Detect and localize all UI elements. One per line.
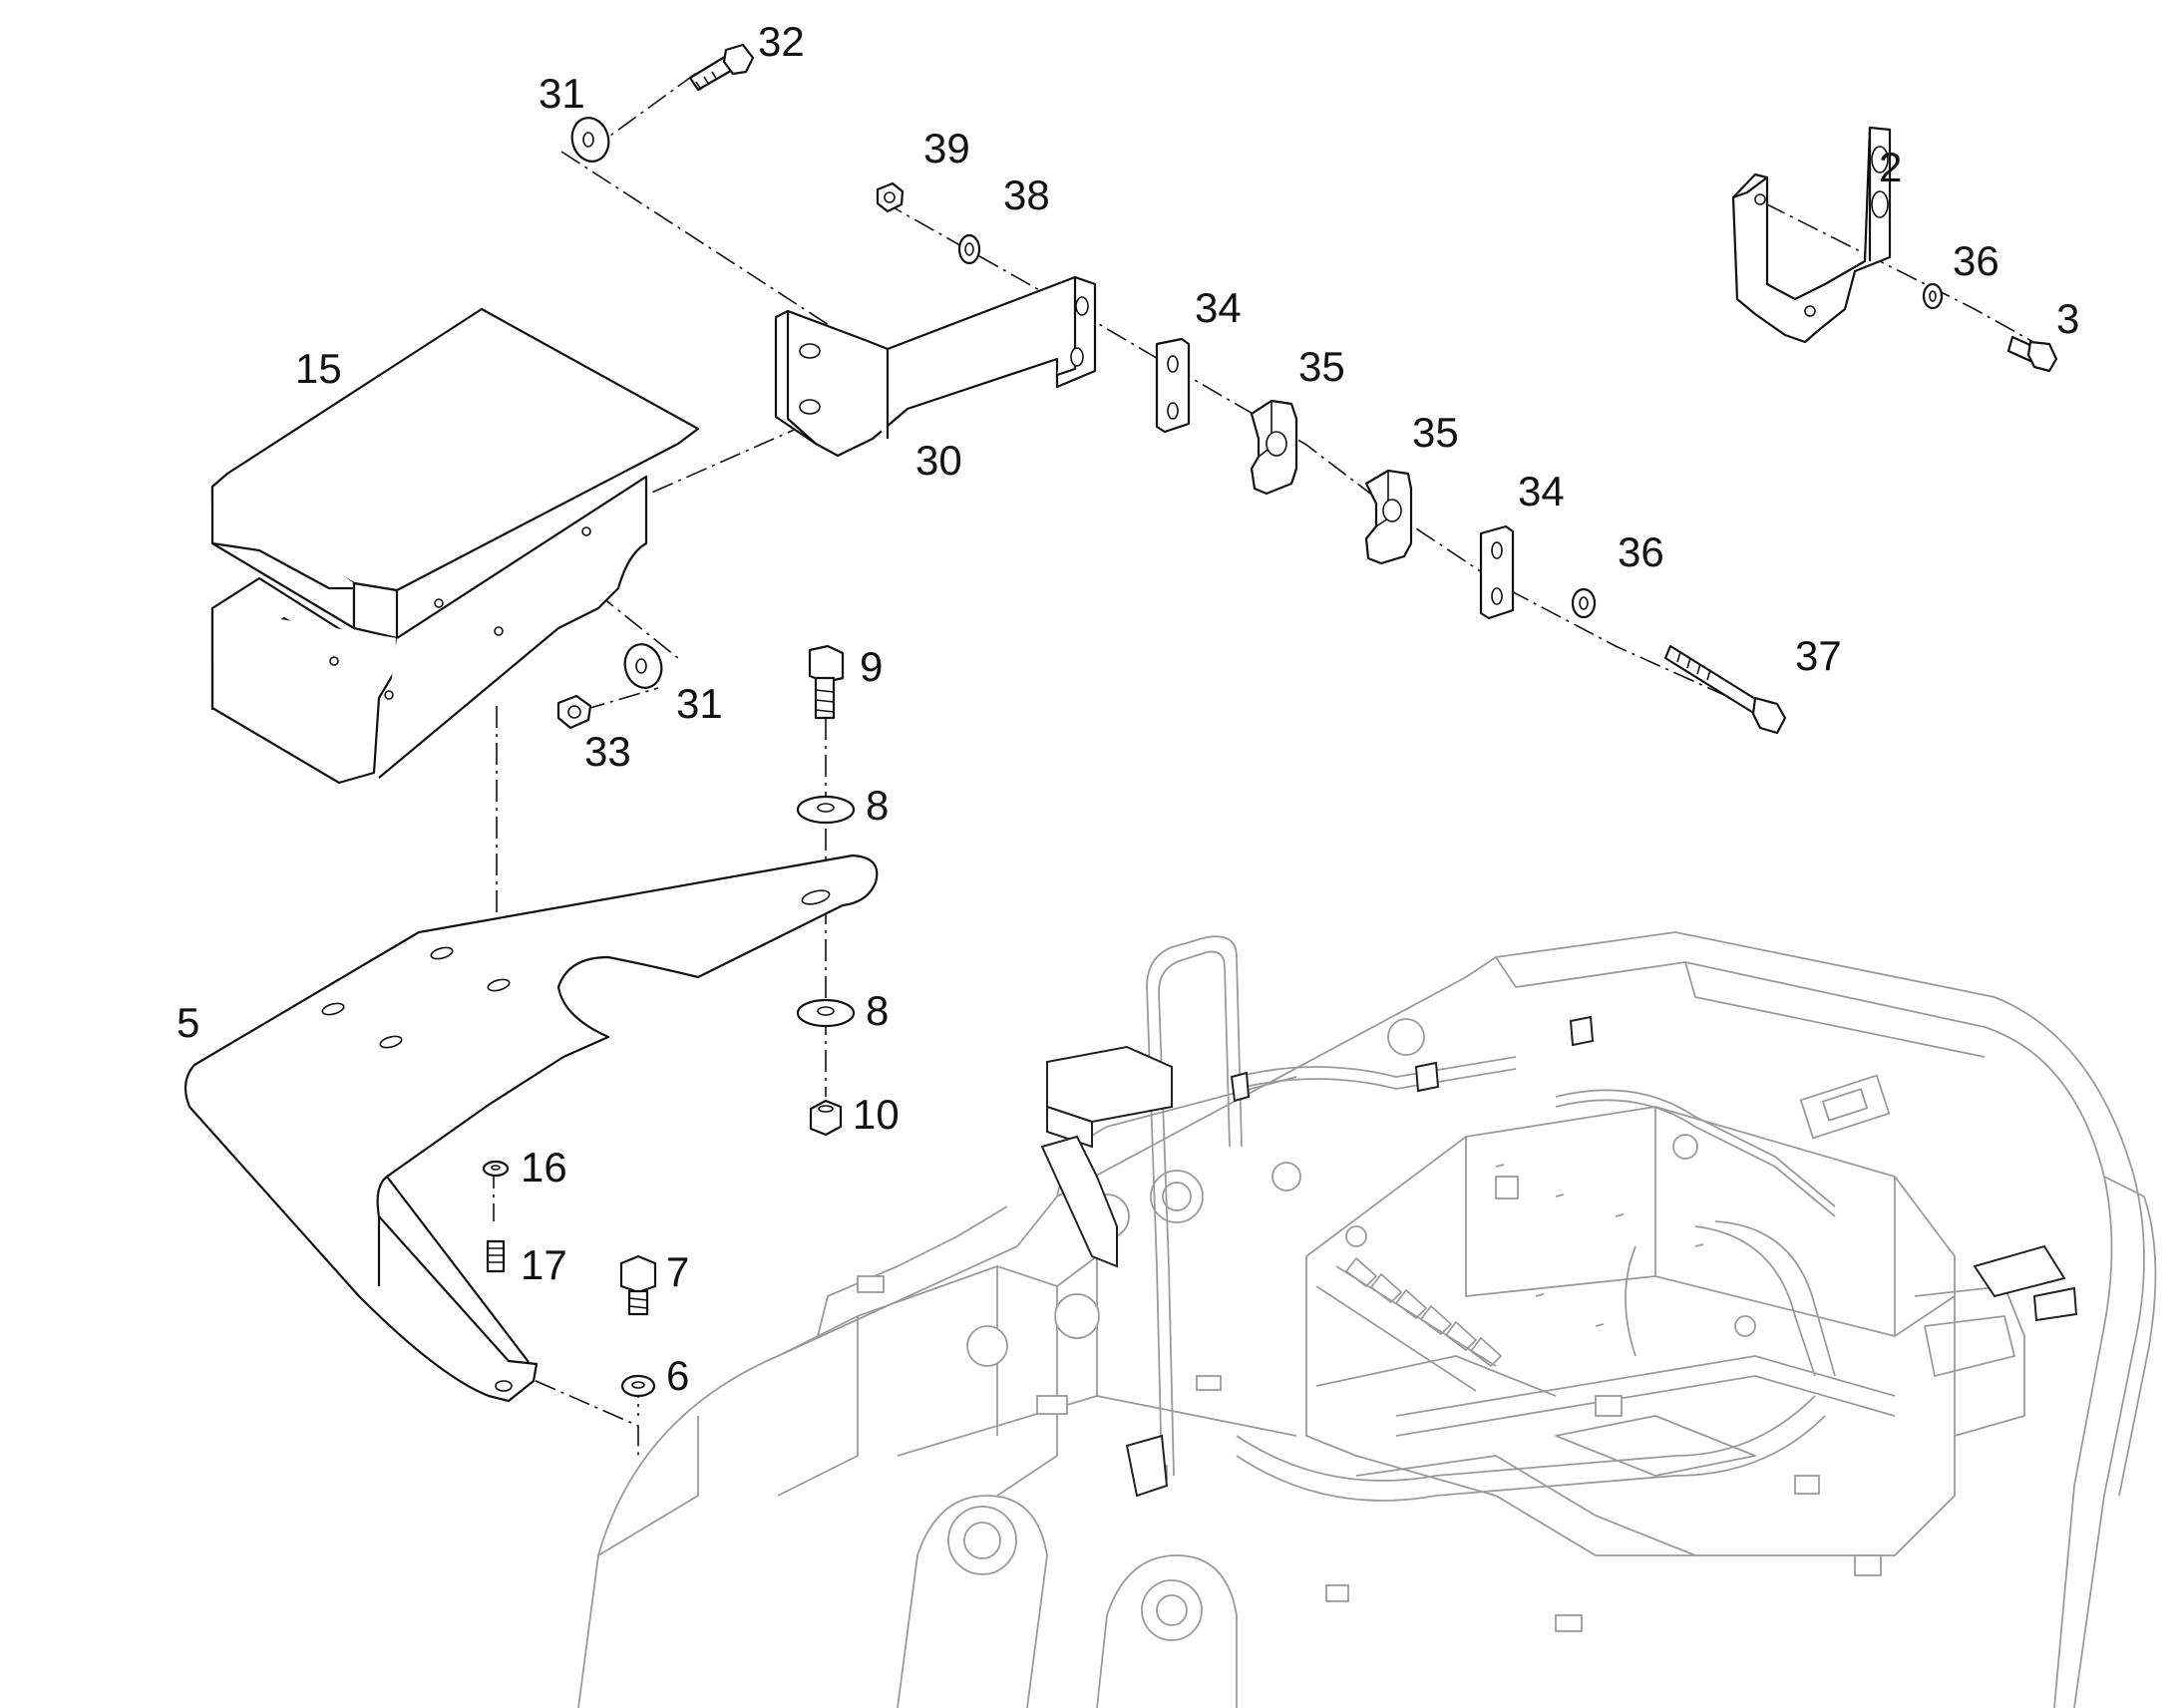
callout-33: 33 (584, 728, 631, 775)
callout-37: 37 (1795, 632, 1842, 679)
part-39-nut (876, 181, 905, 213)
part-38-washer (957, 233, 981, 265)
part-33-nut (556, 694, 592, 730)
callout-10: 10 (853, 1091, 900, 1138)
handrail-assembly (1040, 935, 2078, 1498)
callout-35b: 35 (1412, 409, 1459, 456)
part-34b-plate (1479, 524, 1515, 620)
part-7-bolt (619, 1254, 657, 1316)
callout-16: 16 (521, 1144, 567, 1191)
leader-lines (493, 71, 2050, 1456)
callout-34b: 34 (1518, 468, 1565, 514)
callout-17: 17 (521, 1241, 567, 1288)
callout-38: 38 (1003, 171, 1050, 218)
callout-35a: 35 (1298, 343, 1345, 390)
callout-39: 39 (923, 125, 970, 171)
callout-31b: 31 (676, 680, 723, 727)
part-15-bracket-box (210, 307, 700, 785)
part-17-screw (486, 1239, 506, 1273)
callout-7: 7 (666, 1248, 689, 1295)
callout-5: 5 (177, 999, 199, 1046)
step-grille (1315, 1257, 1502, 1392)
part-31b-washer (623, 643, 663, 689)
part-6-washer (620, 1374, 656, 1398)
callout-30: 30 (915, 437, 962, 484)
callout-32: 32 (758, 18, 805, 65)
part-10-nut (809, 1099, 843, 1137)
callout-6: 6 (666, 1352, 689, 1399)
boom-foot-lugs (897, 1495, 1238, 1708)
callout-9: 9 (860, 643, 883, 690)
part-35a-clamp (1250, 399, 1298, 496)
callout-labels: 2 3 5 6 7 8 8 9 10 15 16 17 30 31 31 32 … (177, 18, 2079, 1399)
callout-8b: 8 (866, 987, 889, 1034)
part-36b-washer (1922, 282, 1944, 310)
callout-36a: 36 (1618, 528, 1664, 575)
callout-36b: 36 (1953, 237, 1999, 284)
callout-8a: 8 (866, 782, 889, 829)
part-8a-washer (796, 795, 856, 825)
part-37-long-bolt (1663, 644, 1787, 735)
part-36a-washer (1571, 587, 1597, 619)
part-3-bolt (2006, 335, 2058, 373)
part-5-floor-plate (183, 854, 879, 1403)
part-34a-plate (1155, 337, 1191, 434)
part-31a-washer (570, 117, 610, 163)
part-9-bolt (808, 644, 845, 720)
part-30-angle-bracket (774, 275, 1097, 458)
part-16-washer (482, 1160, 510, 1178)
part-35b-clamp (1364, 469, 1413, 565)
callout-15: 15 (295, 345, 342, 392)
part-2-u-bracket (1731, 126, 1892, 344)
machine-upper-structure (577, 931, 2157, 1708)
part-32-bolt (688, 43, 755, 92)
callout-34a: 34 (1195, 284, 1242, 331)
part-8b-washer (796, 998, 856, 1028)
callout-2: 2 (1879, 144, 1902, 190)
callout-3: 3 (2056, 295, 2079, 342)
callout-31a: 31 (539, 70, 585, 117)
